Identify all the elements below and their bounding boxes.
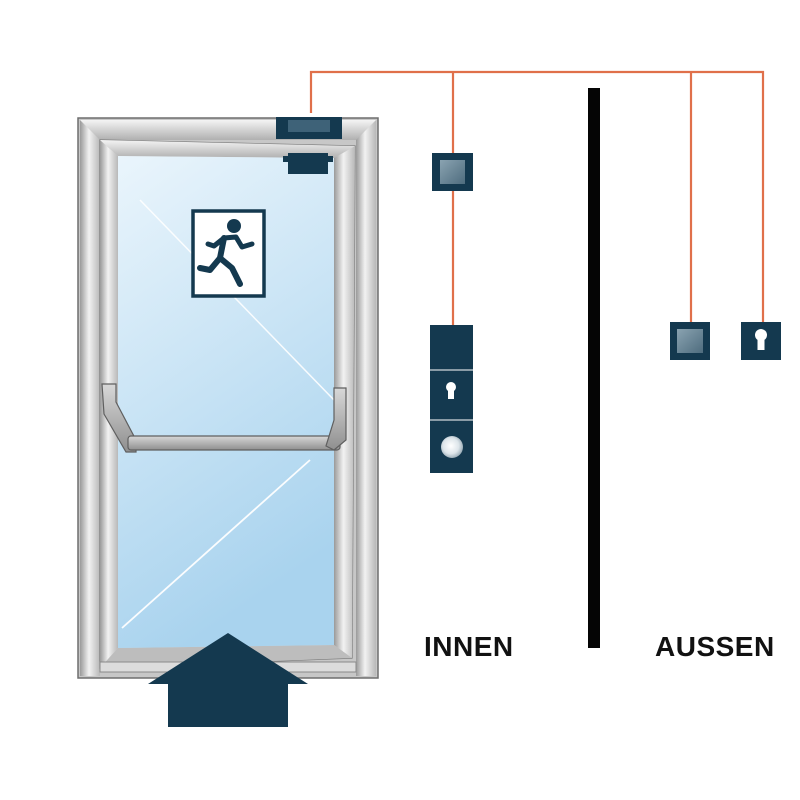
keyhole-icon — [446, 382, 456, 399]
emergency-exit-door — [77, 117, 379, 679]
glass-reflection-1 — [139, 199, 335, 401]
outside-card-reader — [670, 322, 710, 360]
round-button-icon — [441, 436, 463, 458]
inside-card-reader — [432, 153, 473, 191]
panic-bar — [101, 383, 347, 453]
wire-main-bus — [309, 70, 765, 322]
door-glass — [118, 156, 334, 648]
zone-label-inside: INNEN — [424, 631, 514, 662]
panic-bar-right-arm — [325, 387, 347, 451]
inside-control-panel — [430, 325, 473, 473]
door-lock-module — [276, 117, 342, 174]
glass-reflection-2 — [121, 459, 311, 629]
wiring — [309, 70, 765, 325]
door-frame-left — [80, 120, 100, 676]
zone-label-outside: AUSSEN — [655, 631, 775, 662]
panic-bar-rail — [127, 435, 341, 451]
wall-divider — [588, 88, 600, 648]
door-frame-right — [356, 120, 376, 676]
keyhole-icon — [755, 329, 767, 350]
outside-key-switch — [741, 322, 781, 360]
running-man-exit-icon — [191, 209, 266, 298]
up-arrow-icon — [148, 633, 308, 727]
